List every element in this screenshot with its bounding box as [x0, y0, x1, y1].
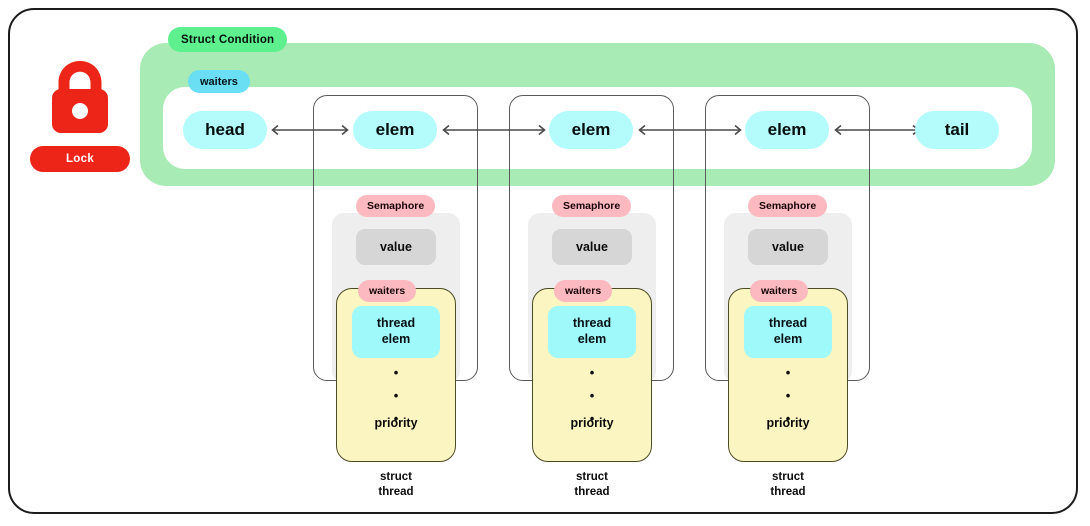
semaphore-value-2: value [552, 229, 632, 265]
list-node-elem-2[interactable]: elem [549, 111, 633, 149]
lock-group: Lock [30, 58, 130, 173]
semaphore-waiters-badge-2: waiters [554, 280, 613, 302]
thread-priority-3: priority [766, 416, 810, 430]
semaphore-value-3: value [748, 229, 828, 265]
struct-thread-caption-2: struct thread [574, 471, 610, 498]
condition-waiters-badge: waiters [188, 70, 250, 93]
list-node-elem-3[interactable]: elem [745, 111, 829, 149]
thread-priority-1: priority [374, 416, 418, 430]
lock-label: Lock [30, 146, 130, 172]
arrow-elem3-to-tail [829, 123, 925, 136]
semaphore-waiters-badge-3: waiters [750, 280, 809, 302]
arrow-elem2-to-elem3 [633, 123, 747, 136]
thread-dots-2: • • • [589, 365, 595, 426]
semaphore-badge-3: Semaphore [748, 195, 828, 217]
thread-dots-3: • • • [785, 365, 791, 426]
struct-thread-caption-3: struct thread [770, 471, 806, 498]
semaphore-badge-1: Semaphore [356, 195, 436, 217]
semaphore-value-1: value [356, 229, 436, 265]
semaphore-waiters-badge-1: waiters [358, 280, 417, 302]
list-node-tail[interactable]: tail [915, 111, 999, 149]
arrow-head-to-elem1 [266, 123, 354, 136]
struct-thread-caption-1: struct thread [378, 471, 414, 498]
struct-condition-badge: Struct Condition [168, 27, 288, 52]
thread-priority-2: priority [570, 416, 614, 430]
lock-icon [46, 58, 114, 134]
list-node-elem-1[interactable]: elem [353, 111, 437, 149]
list-node-head[interactable]: head [183, 111, 267, 149]
thread-dots-1: • • • [393, 365, 399, 426]
semaphore-badge-2: Semaphore [552, 195, 632, 217]
arrow-elem1-to-elem2 [437, 123, 551, 136]
